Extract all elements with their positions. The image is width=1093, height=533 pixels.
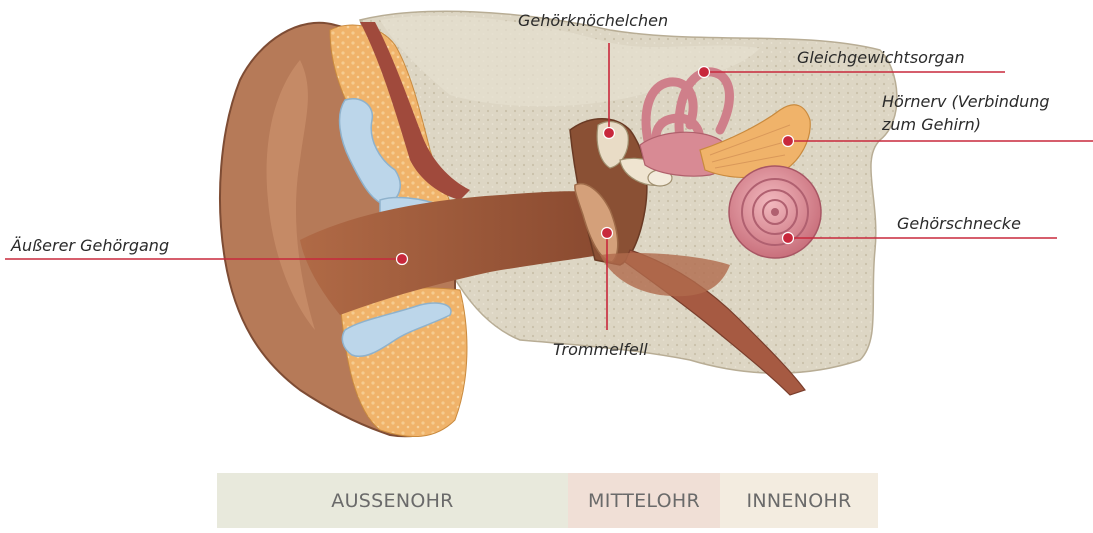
section-middle-label: MITTELOHR bbox=[588, 490, 700, 512]
section-inner-ear: INNENOHR bbox=[720, 473, 878, 528]
label-cochlea: Gehörschnecke bbox=[897, 213, 1021, 234]
dot-balance bbox=[699, 67, 710, 78]
dot-ossicles bbox=[604, 128, 615, 139]
dot-ear-canal bbox=[397, 254, 408, 265]
dot-nerve bbox=[783, 136, 794, 147]
dot-eardrum bbox=[602, 228, 613, 239]
cochlea bbox=[729, 166, 821, 258]
label-ossicles: Gehörknöchelchen bbox=[518, 10, 668, 31]
label-balance-organ: Gleichgewichtsorgan bbox=[797, 47, 965, 68]
label-auditory-nerve-1: Hörnerv (Verbindung bbox=[882, 91, 1050, 112]
label-eardrum: Trommelfell bbox=[553, 339, 648, 360]
label-auditory-nerve-2: zum Gehirn) bbox=[882, 114, 981, 135]
section-inner-label: INNENOHR bbox=[746, 490, 851, 512]
section-outer-label: AUSSENOHR bbox=[331, 490, 453, 512]
dot-cochlea bbox=[783, 233, 794, 244]
section-middle-ear: MITTELOHR bbox=[568, 473, 720, 528]
label-ear-canal: Äußerer Gehörgang bbox=[11, 235, 169, 256]
section-outer-ear: AUSSENOHR bbox=[217, 473, 568, 528]
